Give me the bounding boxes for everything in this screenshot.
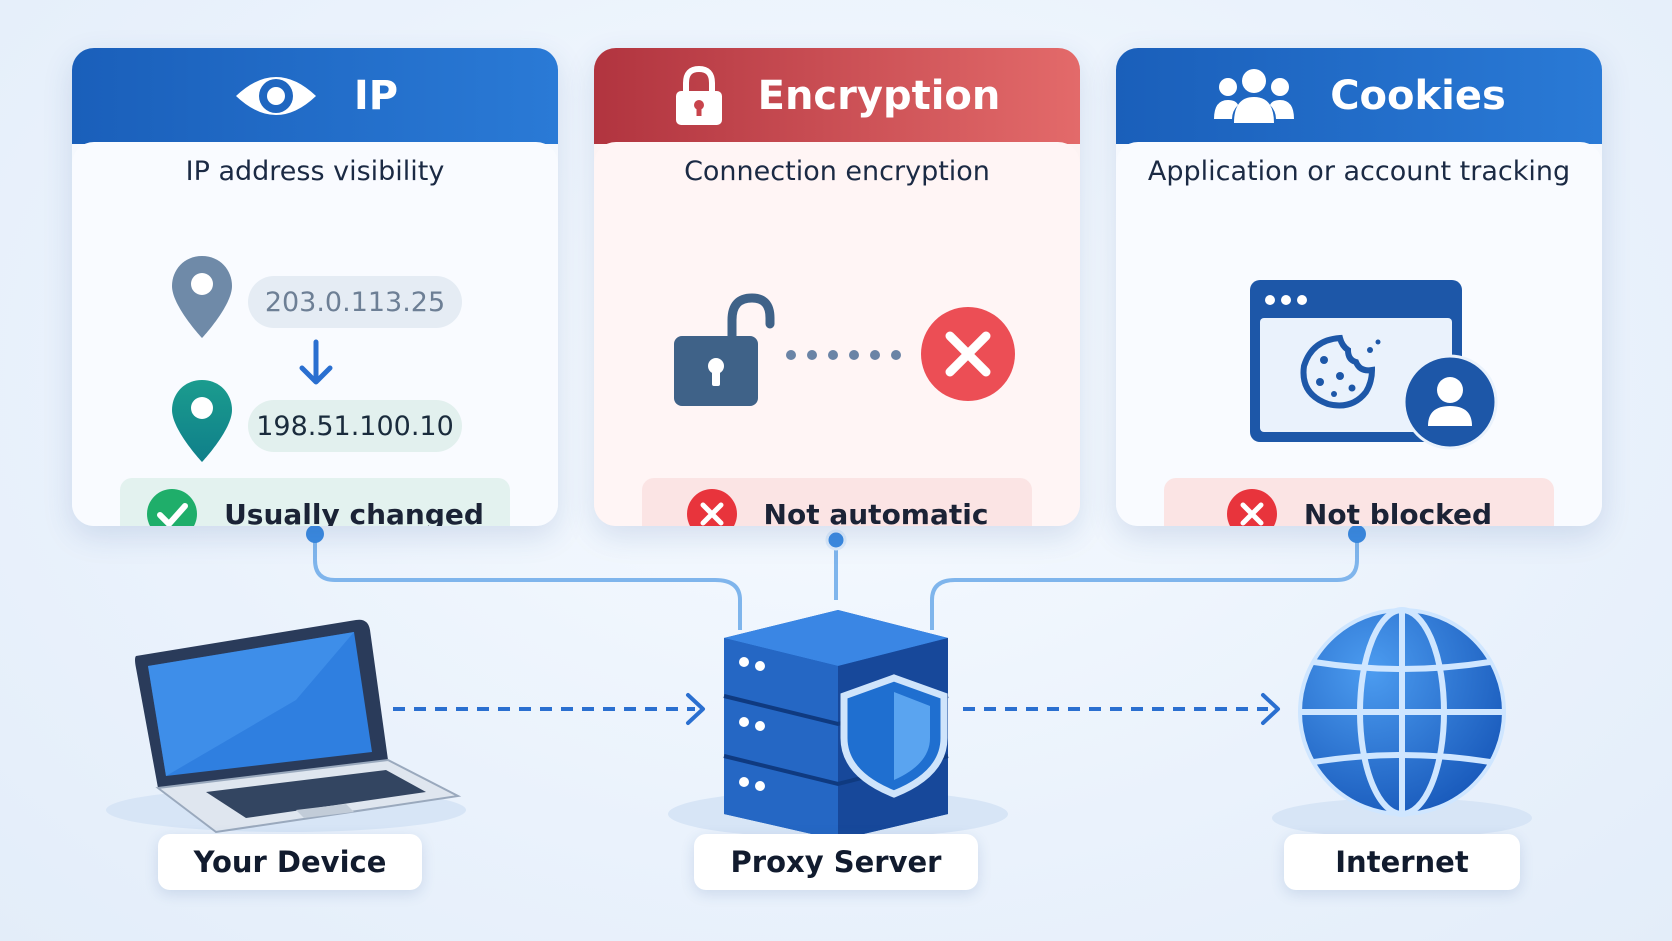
cookies-card-subtitle: Application or account tracking — [1147, 156, 1571, 187]
encryption-card: Encryption Connection encryption Not aut… — [594, 48, 1080, 526]
encryption-card-title: Encryption — [757, 73, 1001, 119]
proxy-ip: 198.51.100.10 — [256, 410, 454, 442]
ip-status-text: Usually changed — [224, 497, 484, 527]
cookies-card: Cookies Application or account tracking … — [1116, 48, 1602, 526]
cookies-card-body: Application or account tracking Not bloc… — [1116, 142, 1602, 526]
globe-icon — [1272, 607, 1532, 838]
cookies-status: Not blocked — [1164, 478, 1554, 526]
unlocked-padlock-icon — [674, 293, 775, 406]
internet-label: Internet — [1284, 834, 1520, 890]
check-circle-icon — [147, 489, 198, 526]
browser-cookie-icon — [1250, 280, 1498, 450]
device-label-text: Your Device — [193, 845, 387, 879]
proxy-ip-pill: 198.51.100.10 — [248, 400, 462, 452]
encryption-card-header: Encryption — [594, 48, 1080, 144]
encryption-status: Not automatic — [642, 478, 1032, 526]
eye-icon — [235, 77, 316, 115]
ip-card-subtitle: IP address visibility — [185, 156, 445, 187]
cookies-card-title: Cookies — [1330, 73, 1506, 119]
location-pin-icon — [172, 256, 232, 338]
proxy-label-text: Proxy Server — [730, 845, 942, 879]
dotted-connection — [786, 350, 901, 360]
encryption-card-body: Connection encryption Not automatic — [594, 142, 1080, 526]
x-circle-icon — [686, 489, 737, 526]
cookies-status-text: Not blocked — [1303, 497, 1493, 527]
encryption-card-subtitle: Connection encryption — [684, 156, 990, 187]
original-ip: 203.0.113.25 — [264, 286, 446, 318]
proxy-label: Proxy Server — [694, 834, 978, 890]
ip-card-title: IP — [353, 73, 399, 119]
encryption-status-text: Not automatic — [763, 497, 989, 527]
proxy-server-icon — [668, 610, 1008, 840]
ip-card-header: IP — [72, 48, 558, 144]
arrow-down-icon — [299, 339, 333, 385]
ip-card: IP IP address visibility 203.0.113.25 19… — [72, 48, 558, 526]
cookies-card-header: Cookies — [1116, 48, 1602, 144]
location-pin-icon — [172, 380, 232, 462]
x-circle-icon — [1226, 489, 1277, 526]
ip-status: Usually changed — [120, 478, 510, 526]
error-circle-icon — [921, 307, 1015, 401]
ip-card-body: IP address visibility 203.0.113.25 198.5… — [72, 142, 558, 526]
padlock-icon — [675, 65, 722, 125]
internet-label-text: Internet — [1335, 845, 1469, 879]
original-ip-pill: 203.0.113.25 — [248, 276, 462, 328]
device-label: Your Device — [158, 834, 422, 890]
users-icon — [1214, 69, 1295, 123]
laptop-icon — [106, 619, 466, 834]
